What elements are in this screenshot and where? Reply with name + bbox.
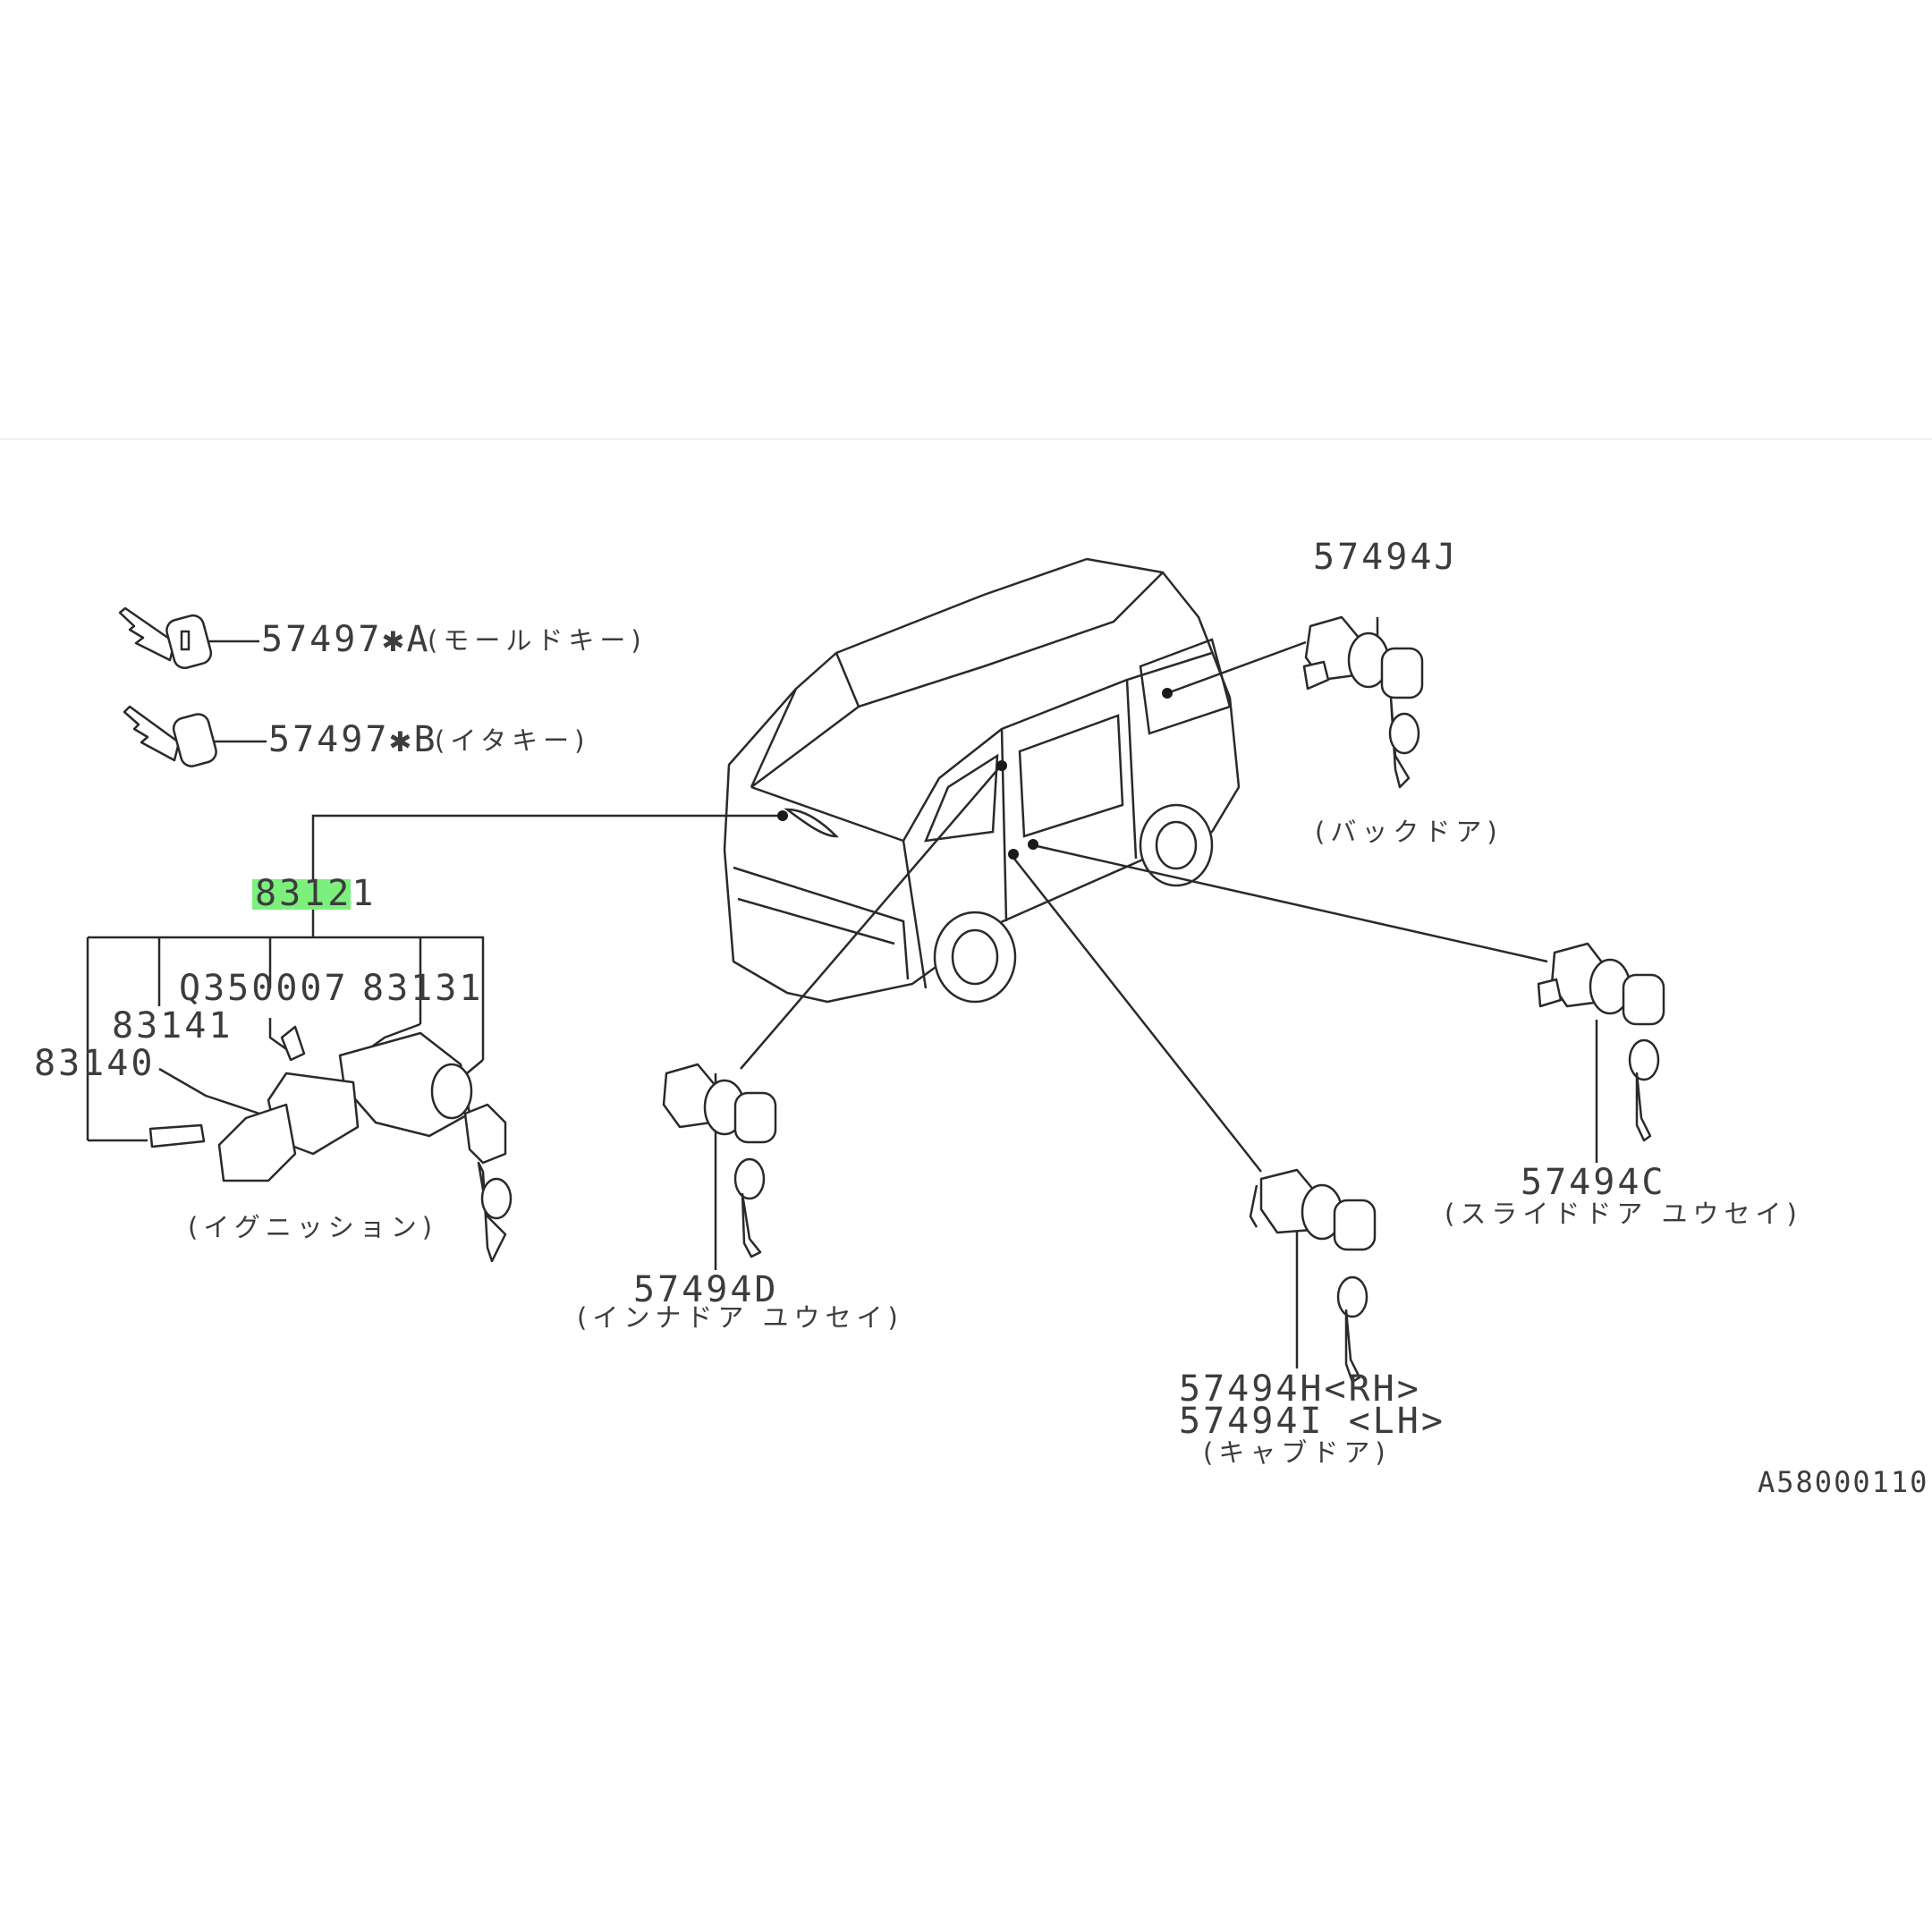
label-slide-door-desc: (スライドドア ユウセイ) xyxy=(1445,1199,1802,1229)
part-labels: 57497✱A (モールドキー) 57497✱B (イタキー) 83121 Q3… xyxy=(34,537,1928,1499)
label-lock-body: 83141 xyxy=(112,1005,233,1046)
cab-door-lock-icon xyxy=(1249,1168,1377,1384)
label-cab-door-desc: (キャブドア) xyxy=(1203,1437,1391,1468)
diagram-code: A58000110 xyxy=(1758,1465,1928,1499)
label-inner-door-desc: (インナドア ユウセイ) xyxy=(577,1302,903,1333)
label-ignition-assembly: 83121 xyxy=(255,873,376,914)
highlight-83121 xyxy=(252,879,351,910)
ignition-assembly-icon xyxy=(148,1025,513,1263)
label-cab-door-lh: 57494I <LH> xyxy=(1179,1401,1445,1442)
label-screw: 83140 xyxy=(34,1043,155,1084)
label-key-sub-desc: (イタキー) xyxy=(435,725,589,756)
label-back-door-desc: (バックドア) xyxy=(1315,817,1503,847)
van-illustration xyxy=(723,557,1241,1004)
van-lock-points xyxy=(777,688,1173,860)
key-master-icon xyxy=(118,606,213,670)
label-slide-door-part: 57494C xyxy=(1521,1162,1666,1203)
panel-divider xyxy=(0,438,1932,440)
back-door-lock-icon xyxy=(1302,615,1424,789)
label-ignition-switch: 83131 xyxy=(362,968,483,1009)
label-ignition-caption: (イグニッション) xyxy=(188,1212,437,1242)
key-sub-icon xyxy=(123,705,217,767)
label-cab-door-rh: 57494H<RH> xyxy=(1179,1368,1421,1410)
label-inner-door-part: 57494D xyxy=(633,1269,779,1310)
label-bolt: Q350007 xyxy=(179,968,349,1009)
label-key-master-part: 57497✱A xyxy=(261,619,431,660)
slide-door-lock-icon xyxy=(1537,942,1665,1142)
label-key-sub-part: 57497✱B xyxy=(268,719,438,760)
label-key-master-desc: (モールドキー) xyxy=(428,625,647,656)
label-back-door-part: 57494J xyxy=(1313,537,1459,578)
inner-door-lock-icon xyxy=(662,1063,777,1258)
